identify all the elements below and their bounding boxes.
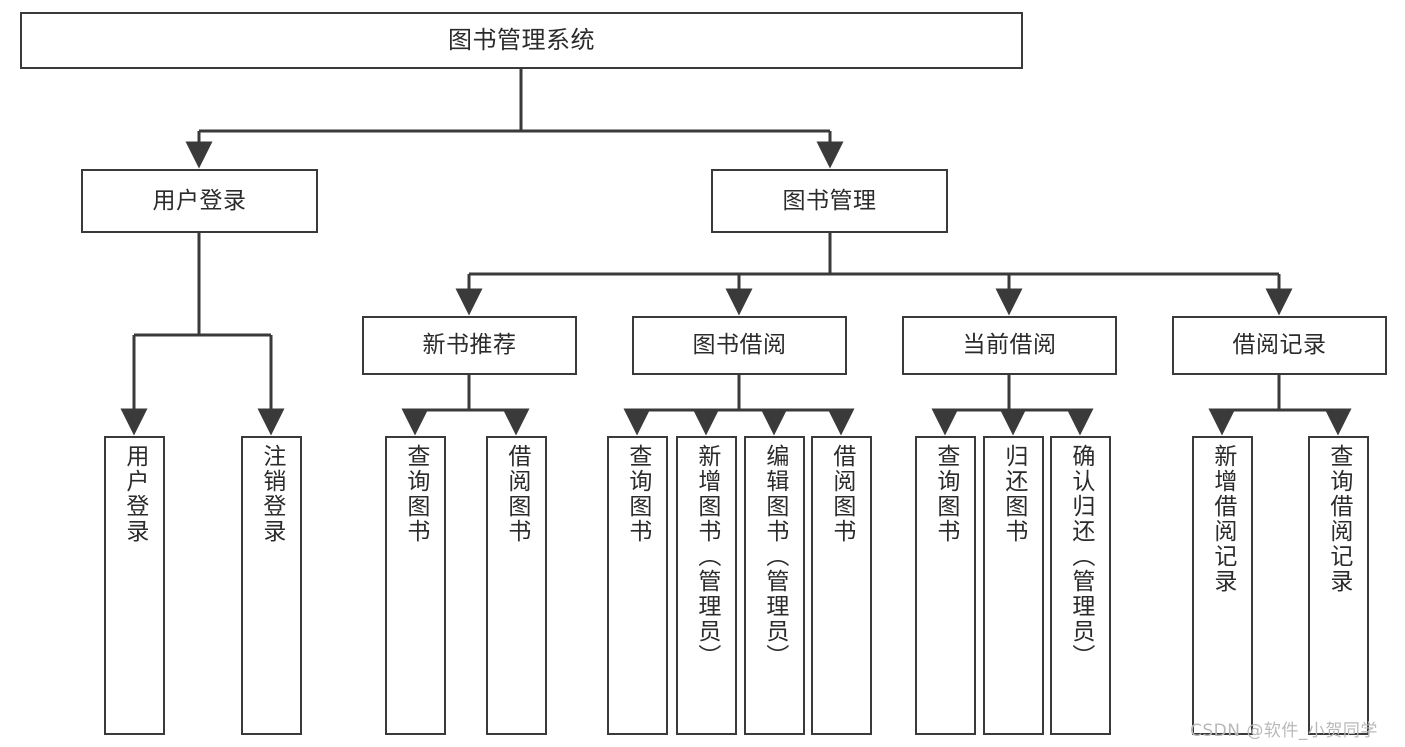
node-label: 新书推荐	[422, 332, 517, 359]
node-label: 归还图书	[1000, 444, 1027, 544]
node-label: 当前借阅	[962, 332, 1057, 359]
node-label: 用户登录	[121, 444, 148, 544]
node-root-system[interactable]: 图书管理系统	[20, 12, 1023, 69]
node-label: 借阅图书	[828, 444, 855, 544]
node-book-management[interactable]: 图书管理	[711, 169, 948, 233]
node-new-book-recommend[interactable]: 新书推荐	[362, 316, 577, 375]
leaf-query-book-1[interactable]: 查询图书	[385, 436, 446, 735]
node-label: 查询图书	[402, 444, 429, 544]
node-borrow-record[interactable]: 借阅记录	[1172, 316, 1387, 375]
leaf-user-login[interactable]: 用户登录	[104, 436, 165, 735]
node-book-borrow[interactable]: 图书借阅	[632, 316, 847, 375]
node-label: 图书管理系统	[448, 25, 595, 54]
node-label: 查询图书	[932, 444, 959, 544]
node-user-login[interactable]: 用户登录	[81, 169, 318, 233]
node-label: 借阅图书	[503, 444, 530, 544]
leaf-return-book[interactable]: 归还图书	[983, 436, 1044, 735]
leaf-query-book-3[interactable]: 查询图书	[915, 436, 976, 735]
leaf-logout-login[interactable]: 注销登录	[241, 436, 302, 735]
node-label: 注销登录	[258, 444, 285, 544]
node-label: 查询借阅记录	[1325, 444, 1352, 594]
leaf-borrow-book-2[interactable]: 借阅图书	[811, 436, 872, 735]
node-label: 查询图书	[624, 444, 651, 544]
watermark-text: CSDN @软件_小贺同学	[1190, 721, 1378, 741]
node-label: 编辑图书（管理员）	[761, 444, 788, 669]
leaf-add-book-admin[interactable]: 新增图书（管理员）	[676, 436, 737, 735]
node-label: 图书借阅	[692, 332, 787, 359]
leaf-query-book-2[interactable]: 查询图书	[607, 436, 668, 735]
leaf-add-borrow-record[interactable]: 新增借阅记录	[1192, 436, 1253, 735]
node-label: 用户登录	[152, 187, 247, 214]
leaf-edit-book-admin[interactable]: 编辑图书（管理员）	[744, 436, 805, 735]
leaf-query-borrow-record[interactable]: 查询借阅记录	[1308, 436, 1369, 735]
node-label: 借阅记录	[1232, 332, 1327, 359]
leaf-confirm-return-admin[interactable]: 确认归还（管理员）	[1050, 436, 1111, 735]
node-label: 新增借阅记录	[1209, 444, 1236, 594]
node-label: 图书管理	[782, 187, 877, 214]
node-current-borrow[interactable]: 当前借阅	[902, 316, 1117, 375]
node-label: 新增图书（管理员）	[693, 444, 720, 669]
node-label: 确认归还（管理员）	[1067, 444, 1094, 669]
leaf-borrow-book-1[interactable]: 借阅图书	[486, 436, 547, 735]
